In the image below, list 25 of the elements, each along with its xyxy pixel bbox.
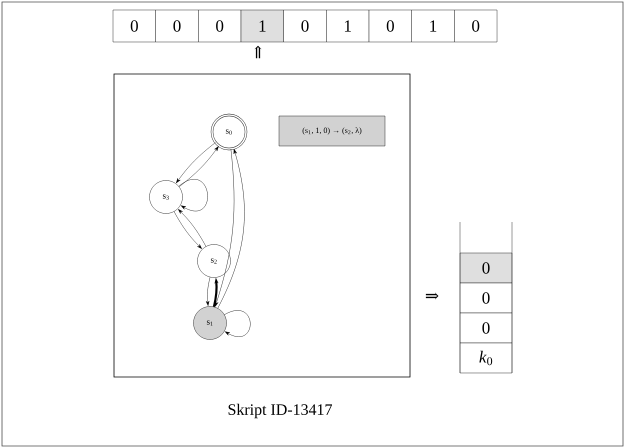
tape-cell: 1 [326,10,370,42]
tape-cell: 0 [198,10,242,42]
arrow [215,148,234,307]
tape-cell: 0 [454,10,498,42]
tape-cell: 1 [411,10,455,42]
automaton-frame [114,74,410,378]
push-marker: ⇒ [426,292,438,300]
tape-cell: 0 [112,10,156,42]
tape-cell: 0 [368,10,412,42]
loop-arrow [178,179,208,212]
arrow [174,211,202,249]
head-marker: ⇑ [254,46,262,58]
caption: Skript ID-13417 [228,404,332,418]
tape-cell: 1 [240,10,284,42]
stack-cell: 0 [460,282,512,314]
tape-cell: 0 [283,10,327,42]
tape-cell: 0 [155,10,199,42]
arrow [218,148,245,308]
stack-cell: 0 [460,312,512,344]
accepting-state: s$_{0}$ [210,114,248,150]
stack-cell: 0 [460,252,512,284]
arrow [206,277,210,306]
stack-cell: k$_{0}$ [460,342,512,374]
loop-arrow [224,310,250,337]
arrow [178,209,206,247]
